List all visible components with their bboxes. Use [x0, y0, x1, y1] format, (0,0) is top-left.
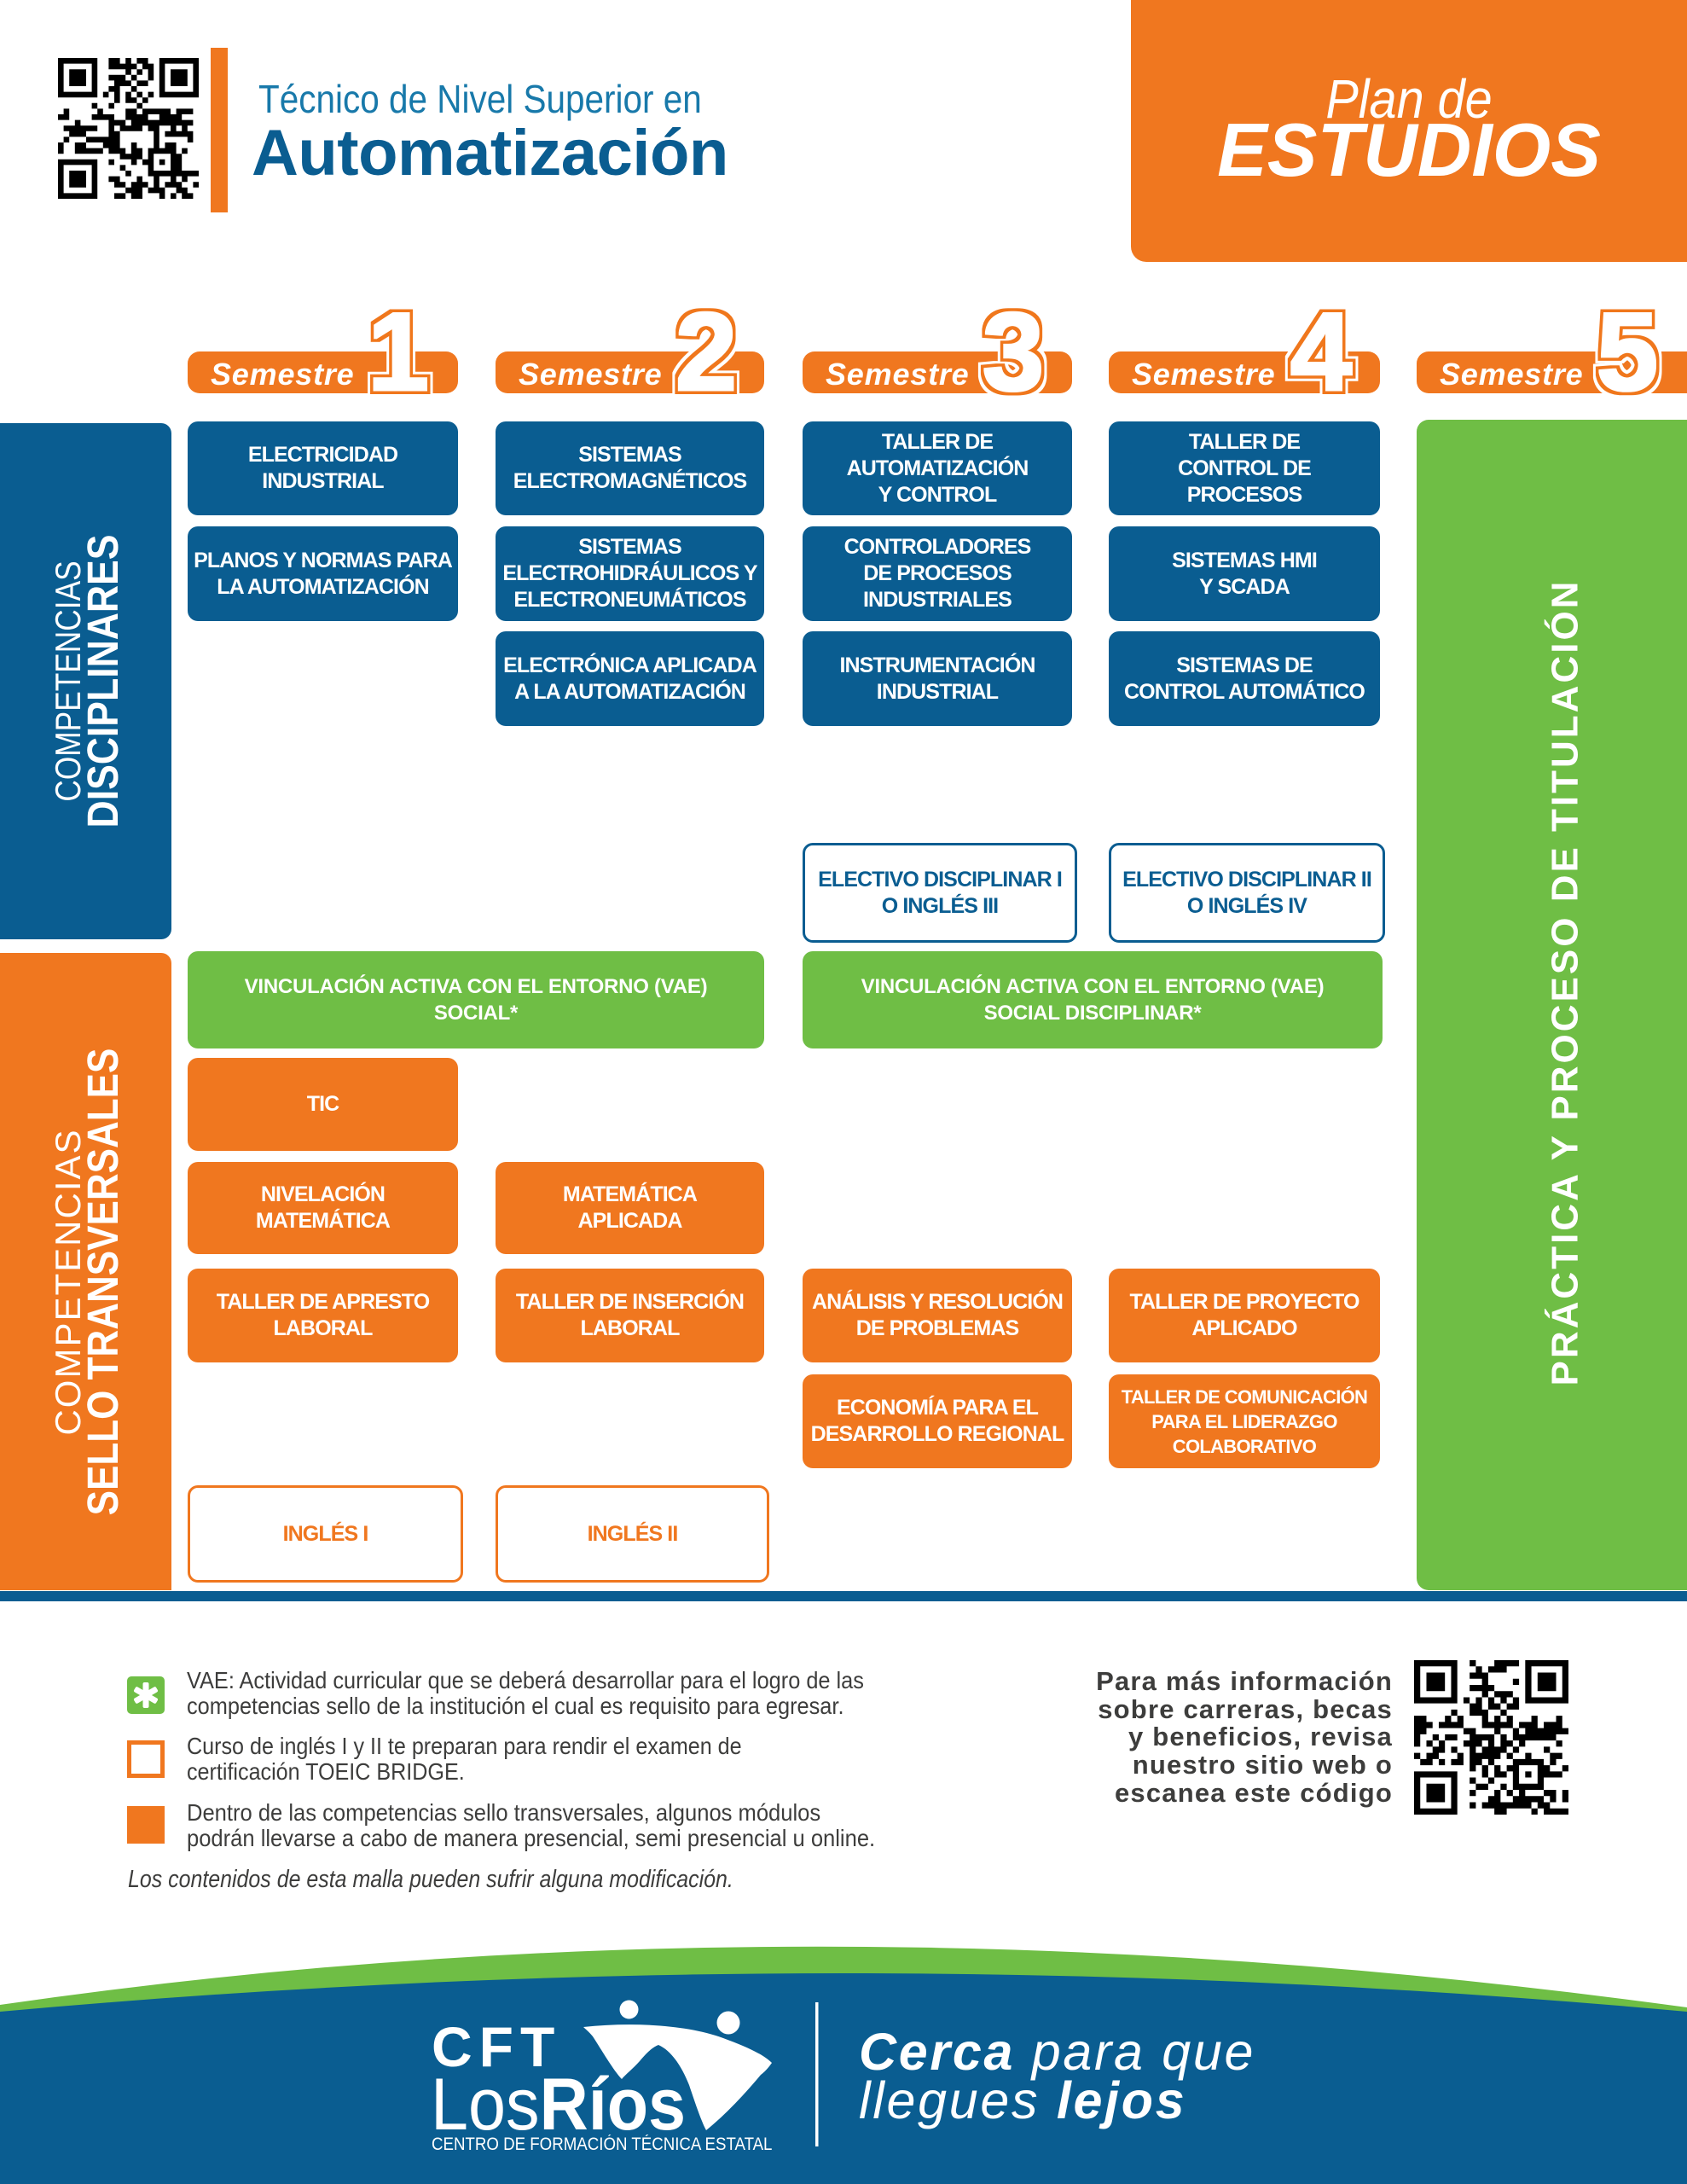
svg-text:1: 1 — [368, 289, 429, 410]
svg-text:3: 3 — [983, 289, 1044, 410]
svg-text:3: 3 — [983, 289, 1044, 410]
svg-text:5: 5 — [1597, 289, 1658, 410]
svg-text:2: 2 — [675, 289, 737, 410]
svg-text:5: 5 — [1597, 289, 1658, 410]
svg-text:4: 4 — [1290, 289, 1352, 410]
svg-text:2: 2 — [675, 289, 737, 410]
svg-text:2: 2 — [675, 289, 737, 410]
svg-text:1: 1 — [368, 289, 429, 410]
svg-text:4: 4 — [1290, 289, 1352, 410]
svg-text:4: 4 — [1290, 289, 1352, 410]
svg-text:5: 5 — [1597, 289, 1658, 410]
svg-text:1: 1 — [368, 289, 429, 410]
svg-text:3: 3 — [983, 289, 1044, 410]
